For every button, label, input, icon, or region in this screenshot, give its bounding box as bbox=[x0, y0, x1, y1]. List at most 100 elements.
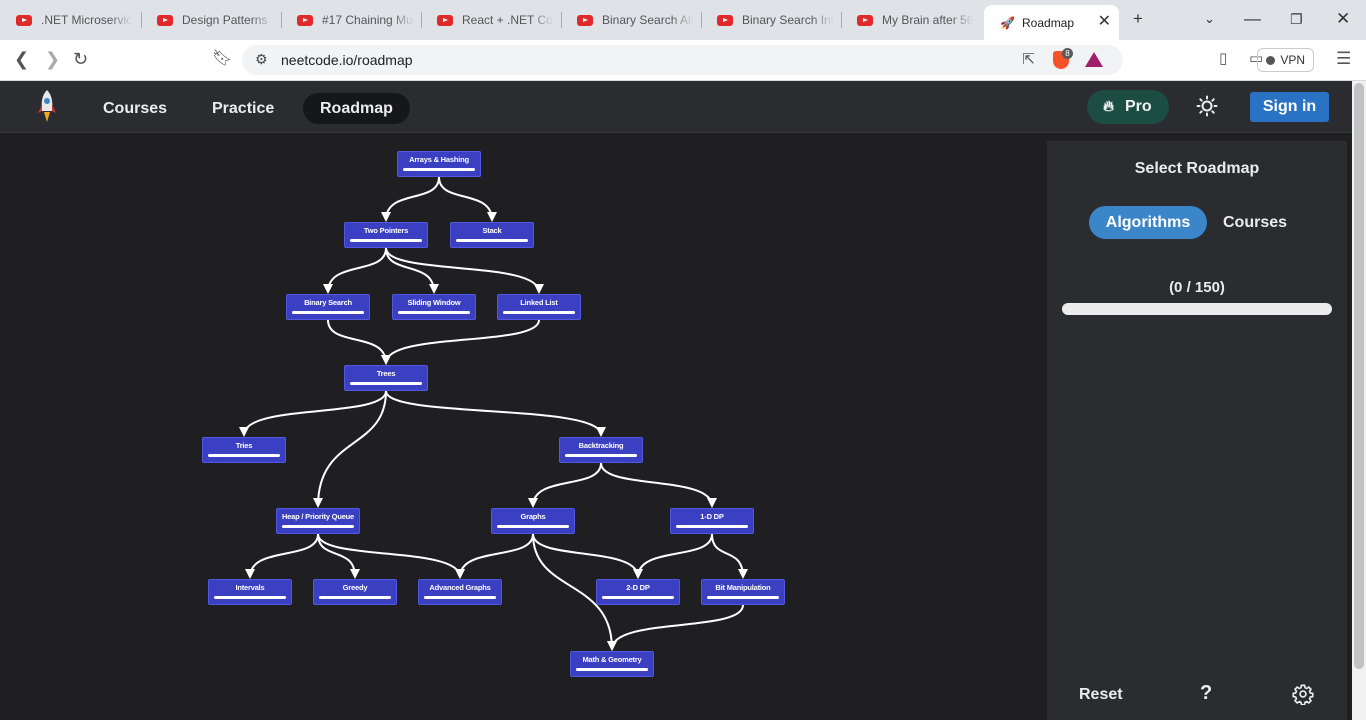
roadmap-node-dp1[interactable]: 1-D DP bbox=[670, 508, 754, 534]
help-button[interactable]: ? bbox=[1200, 682, 1213, 704]
sign-in-button[interactable]: Sign in bbox=[1250, 92, 1329, 122]
roadmap-edge bbox=[633, 533, 713, 579]
nav-courses[interactable]: Courses bbox=[103, 100, 168, 117]
browser-tab[interactable]: #17 Chaining Mu bbox=[281, 6, 421, 34]
nav-practice[interactable]: Practice bbox=[212, 100, 275, 117]
reload-icon[interactable]: ↻ bbox=[73, 49, 89, 69]
algorithms-toggle[interactable]: Algorithms bbox=[1089, 206, 1207, 239]
youtube-icon bbox=[577, 14, 593, 26]
youtube-icon bbox=[16, 14, 32, 26]
shields-count-badge: 8 bbox=[1062, 48, 1073, 59]
flame-icon: 🔥︎ bbox=[1103, 98, 1115, 115]
node-progress-bar bbox=[350, 239, 422, 242]
roadmap-node-tries[interactable]: Tries bbox=[202, 437, 286, 463]
window-close-icon[interactable]: ✕ bbox=[1336, 9, 1351, 28]
progress-count: (0 / 150) bbox=[1169, 279, 1225, 296]
node-progress-bar bbox=[602, 596, 674, 599]
browser-tab-active[interactable]: 🚀 Roadmap ✕ bbox=[984, 5, 1119, 40]
progress-bar bbox=[1062, 303, 1332, 315]
vpn-button[interactable]: VPN bbox=[1257, 48, 1314, 72]
roadmap-node-label: 1-D DP bbox=[700, 512, 724, 521]
new-tab-icon[interactable]: + bbox=[1133, 9, 1143, 28]
tab-separator bbox=[561, 12, 562, 28]
youtube-icon bbox=[717, 14, 733, 26]
vpn-label: VPN bbox=[1280, 53, 1305, 67]
tab-title: Binary Search Alg bbox=[602, 13, 694, 27]
roadmap-edge bbox=[455, 533, 534, 579]
browser-tab[interactable]: My Brain after 56 bbox=[841, 6, 981, 34]
restore-icon[interactable]: ❐ bbox=[1290, 11, 1303, 27]
minimize-icon[interactable]: — bbox=[1244, 9, 1261, 28]
settings-gear-icon[interactable] bbox=[1292, 683, 1314, 705]
tab-separator bbox=[701, 12, 702, 28]
url-text[interactable]: neetcode.io/roadmap bbox=[281, 52, 413, 68]
node-progress-bar bbox=[707, 596, 779, 599]
youtube-icon bbox=[857, 14, 873, 26]
roadmap-node-binary-search[interactable]: Binary Search bbox=[286, 294, 370, 320]
roadmap-edge bbox=[438, 176, 497, 222]
roadmap-edge bbox=[317, 533, 360, 579]
tab-search-icon[interactable]: ⌄ bbox=[1204, 11, 1215, 26]
roadmap-node-stack[interactable]: Stack bbox=[450, 222, 534, 248]
roadmap-node-dp2[interactable]: 2-D DP bbox=[596, 579, 680, 605]
bookmark-icon[interactable]: 🔖︎ bbox=[212, 50, 233, 67]
pro-label: Pro bbox=[1125, 98, 1152, 115]
roadmap-node-adv-graphs[interactable]: Advanced Graphs bbox=[418, 579, 502, 605]
browser-tab[interactable]: Binary Search Int bbox=[701, 6, 841, 34]
share-icon[interactable]: ⇱ bbox=[1022, 51, 1035, 68]
close-icon[interactable]: ✕ bbox=[1097, 13, 1111, 30]
roadmap-node-intervals[interactable]: Intervals bbox=[208, 579, 292, 605]
node-progress-bar bbox=[350, 382, 422, 385]
tab-title: .NET Microservices bbox=[41, 13, 133, 27]
back-icon[interactable]: ❮ bbox=[14, 49, 30, 69]
tab-title: Binary Search Int bbox=[742, 13, 834, 27]
tab-separator bbox=[841, 12, 842, 28]
roadmap-edge bbox=[381, 319, 540, 365]
roadmap-node-math[interactable]: Math & Geometry bbox=[570, 651, 654, 677]
roadmap-node-arrays[interactable]: Arrays & Hashing bbox=[397, 151, 481, 177]
forward-icon[interactable]: ❯ bbox=[45, 49, 61, 69]
roadmap-node-label: Intervals bbox=[235, 583, 265, 592]
node-progress-bar bbox=[319, 596, 391, 599]
site-header: Courses Practice Roadmap 🔥︎ Pro Sign in bbox=[0, 81, 1352, 133]
roadmap-edge bbox=[327, 319, 391, 365]
site-settings-icon[interactable]: ⚙︎ bbox=[255, 51, 268, 67]
neetcode-logo[interactable] bbox=[36, 89, 58, 125]
roadmap-edge bbox=[385, 390, 606, 437]
nav-roadmap[interactable]: Roadmap bbox=[303, 93, 410, 124]
roadmap-node-backtracking[interactable]: Backtracking bbox=[559, 437, 643, 463]
browser-tab[interactable]: Design Patterns bbox=[141, 6, 281, 34]
scrollbar-thumb[interactable] bbox=[1354, 83, 1364, 669]
browser-toolbar: ❮ ❯ ↻ 🔖︎ ⚙︎ neetcode.io/roadmap ⇱ 8 ▯ ▭ … bbox=[0, 40, 1366, 81]
roadmap-node-label: Greedy bbox=[342, 583, 368, 592]
pro-button[interactable]: 🔥︎ Pro bbox=[1087, 90, 1169, 124]
tab-title: Roadmap bbox=[1022, 15, 1075, 30]
courses-toggle[interactable]: Courses bbox=[1222, 214, 1288, 231]
brave-rewards-icon[interactable] bbox=[1085, 52, 1103, 67]
wallet-icon[interactable]: ▭ bbox=[1249, 50, 1264, 67]
browser-tabstrip: .NET Microservices Design Patterns #17 C… bbox=[0, 0, 1366, 40]
roadmap-node-linked-list[interactable]: Linked List bbox=[497, 294, 581, 320]
roadmap-node-graphs[interactable]: Graphs bbox=[491, 508, 575, 534]
browser-tab[interactable]: React + .NET Cor bbox=[421, 6, 561, 34]
tab-title: Design Patterns bbox=[182, 13, 268, 27]
menu-icon[interactable]: ☰ bbox=[1336, 49, 1352, 68]
roadmap-edge bbox=[385, 247, 544, 294]
theme-toggle-icon[interactable] bbox=[1196, 95, 1218, 117]
node-progress-bar bbox=[398, 311, 470, 314]
node-progress-bar bbox=[403, 168, 475, 171]
roadmap-node-label: Two Pointers bbox=[363, 226, 409, 235]
roadmap-node-greedy[interactable]: Greedy bbox=[313, 579, 397, 605]
roadmap-node-label: Advanced Graphs bbox=[429, 583, 491, 592]
roadmap-node-trees[interactable]: Trees bbox=[344, 365, 428, 391]
address-bar[interactable]: ⚙︎ neetcode.io/roadmap ⇱ 8 bbox=[242, 45, 1123, 75]
roadmap-node-heap[interactable]: Heap / Priority Queue bbox=[276, 508, 360, 534]
browser-tab[interactable]: .NET Microservices bbox=[0, 6, 140, 34]
roadmap-node-bit[interactable]: Bit Manipulation bbox=[701, 579, 785, 605]
roadmap-node-sliding-window[interactable]: Sliding Window bbox=[392, 294, 476, 320]
roadmap-edge bbox=[532, 533, 643, 579]
reset-button[interactable]: Reset bbox=[1079, 686, 1123, 703]
browser-tab[interactable]: Binary Search Alg bbox=[561, 6, 701, 34]
roadmap-node-two-pointers[interactable]: Two Pointers bbox=[344, 222, 428, 248]
sidebar-toggle-icon[interactable]: ▯ bbox=[1219, 50, 1228, 67]
